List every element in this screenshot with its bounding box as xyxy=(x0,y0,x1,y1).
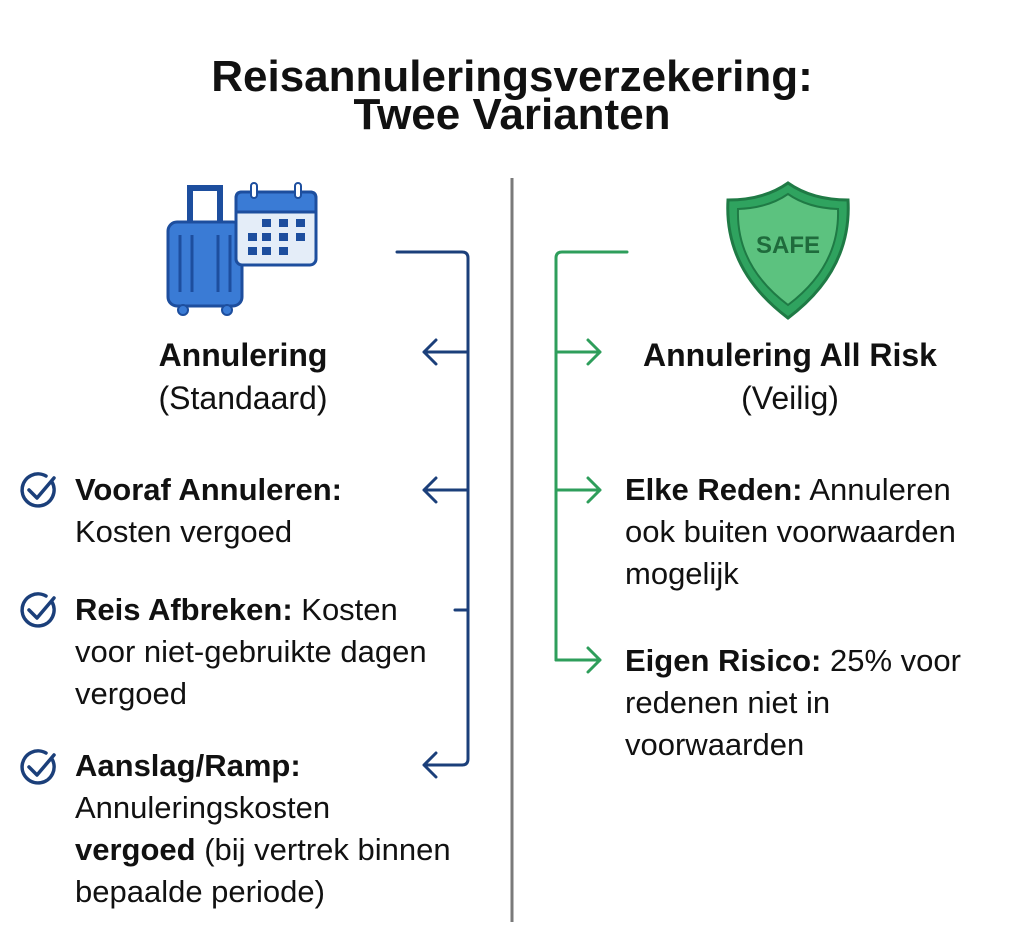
item-text-bold: vergoed xyxy=(75,832,196,867)
right-item-1: Elke Reden: Annuleren ook buiten voorwaa… xyxy=(625,469,1005,595)
item-label: Elke Reden: xyxy=(625,472,803,507)
title-line-1: Reisannuleringsverzekering: xyxy=(211,52,813,101)
item-label: Reis Afbreken: xyxy=(75,592,293,627)
shield-label: SAFE xyxy=(755,232,820,259)
title-line-2: Twee Varianten xyxy=(353,90,671,139)
check-icon xyxy=(20,472,56,508)
shield-icon xyxy=(726,181,850,320)
arrow-left-heading xyxy=(422,338,470,366)
left-heading: Annulering xyxy=(158,337,328,373)
check-icon xyxy=(20,592,56,628)
left-subheading: (Standaard) xyxy=(158,380,328,416)
item-label: Eigen Risico: xyxy=(625,643,822,678)
item-text-2: (bij vertrek binnen bepaalde periode) xyxy=(75,832,451,909)
arrow-left-item-1 xyxy=(422,476,470,504)
right-heading: Annulering All Risk xyxy=(643,337,937,373)
right-item-2: Eigen Risico: 25% voor redenen niet in v… xyxy=(625,640,1010,766)
left-item-2: Reis Afbreken: Kosten voor niet-gebruikt… xyxy=(75,589,455,715)
calendar-icon xyxy=(234,182,318,267)
item-text: Annuleringskosten xyxy=(75,790,331,825)
arrow-right-item-2 xyxy=(554,646,602,674)
arrow-right-item-1 xyxy=(554,476,602,504)
left-bracket xyxy=(395,250,470,779)
check-icon xyxy=(20,749,56,785)
item-text: 25% voor redenen niet in voorwaarden xyxy=(625,643,961,762)
item-text: Annuleren ook buiten voorwaarden mogelij… xyxy=(625,472,956,591)
left-item-1: Vooraf Annuleren: Kosten vergoed xyxy=(75,469,405,553)
item-label: Aanslag/Ramp: xyxy=(75,748,301,783)
item-text: Kosten vergoed xyxy=(75,514,293,549)
arrow-left-item-3 xyxy=(422,751,464,779)
left-item-3: Aanslag/Ramp: Annuleringskosten vergoed (b… xyxy=(75,745,495,913)
right-subheading: (Veilig) xyxy=(741,380,839,416)
item-text: Kosten voor niet-gebruikte dagen vergoed xyxy=(75,592,427,711)
right-bracket xyxy=(554,250,629,674)
suitcase-icon xyxy=(166,185,244,316)
arrow-right-heading xyxy=(554,338,602,366)
item-label: Vooraf Annuleren: xyxy=(75,472,342,507)
